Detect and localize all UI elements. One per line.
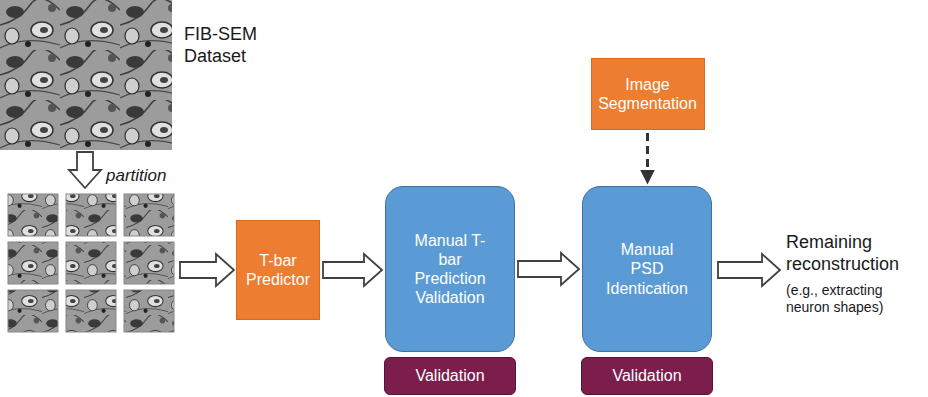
block-arrow [518,253,579,285]
image-tile [66,242,116,284]
block-arrow [323,254,382,286]
text-label: partition [106,166,186,186]
image-tile [124,290,174,332]
node-text: Validation [390,366,510,385]
label-box: FIB-SEM Dataset [184,24,279,67]
block-arrow [180,254,234,286]
label-box: (e.g., extracting neuron shapes) [786,282,922,316]
block-arrow [69,152,101,188]
validation-box: Validation [384,357,516,395]
block-arrow [718,254,780,286]
fib-sem-image [0,0,172,150]
image-tile [8,194,58,236]
node-text: Manual T-bar Prediction Validation [405,231,495,308]
image-tile [66,194,116,236]
node-text: Manual PSD Identication [606,240,689,298]
label-box: partition [106,166,186,186]
node-text: Validation [587,366,707,385]
image-tile [124,242,174,284]
image-tile [66,290,116,332]
label-box: Remaining reconstruction [786,232,922,275]
text-label: Remaining reconstruction [786,232,922,275]
image-tile [8,290,58,332]
node-text: T-bar Predictor [243,251,313,289]
node-text: Image Segmentation [598,75,698,113]
process-box: T-bar Predictor [236,220,320,320]
manual-step-box: Manual T-bar Prediction Validation [385,186,515,352]
text-label: (e.g., extracting neuron shapes) [786,282,922,316]
text-label: FIB-SEM Dataset [184,24,279,67]
image-tile [8,242,58,284]
dashed-arrow [646,133,649,183]
manual-step-box: Manual PSD Identication [582,186,712,352]
validation-box: Validation [581,357,713,395]
process-box: Image Segmentation [591,58,705,130]
image-tile [124,194,174,236]
